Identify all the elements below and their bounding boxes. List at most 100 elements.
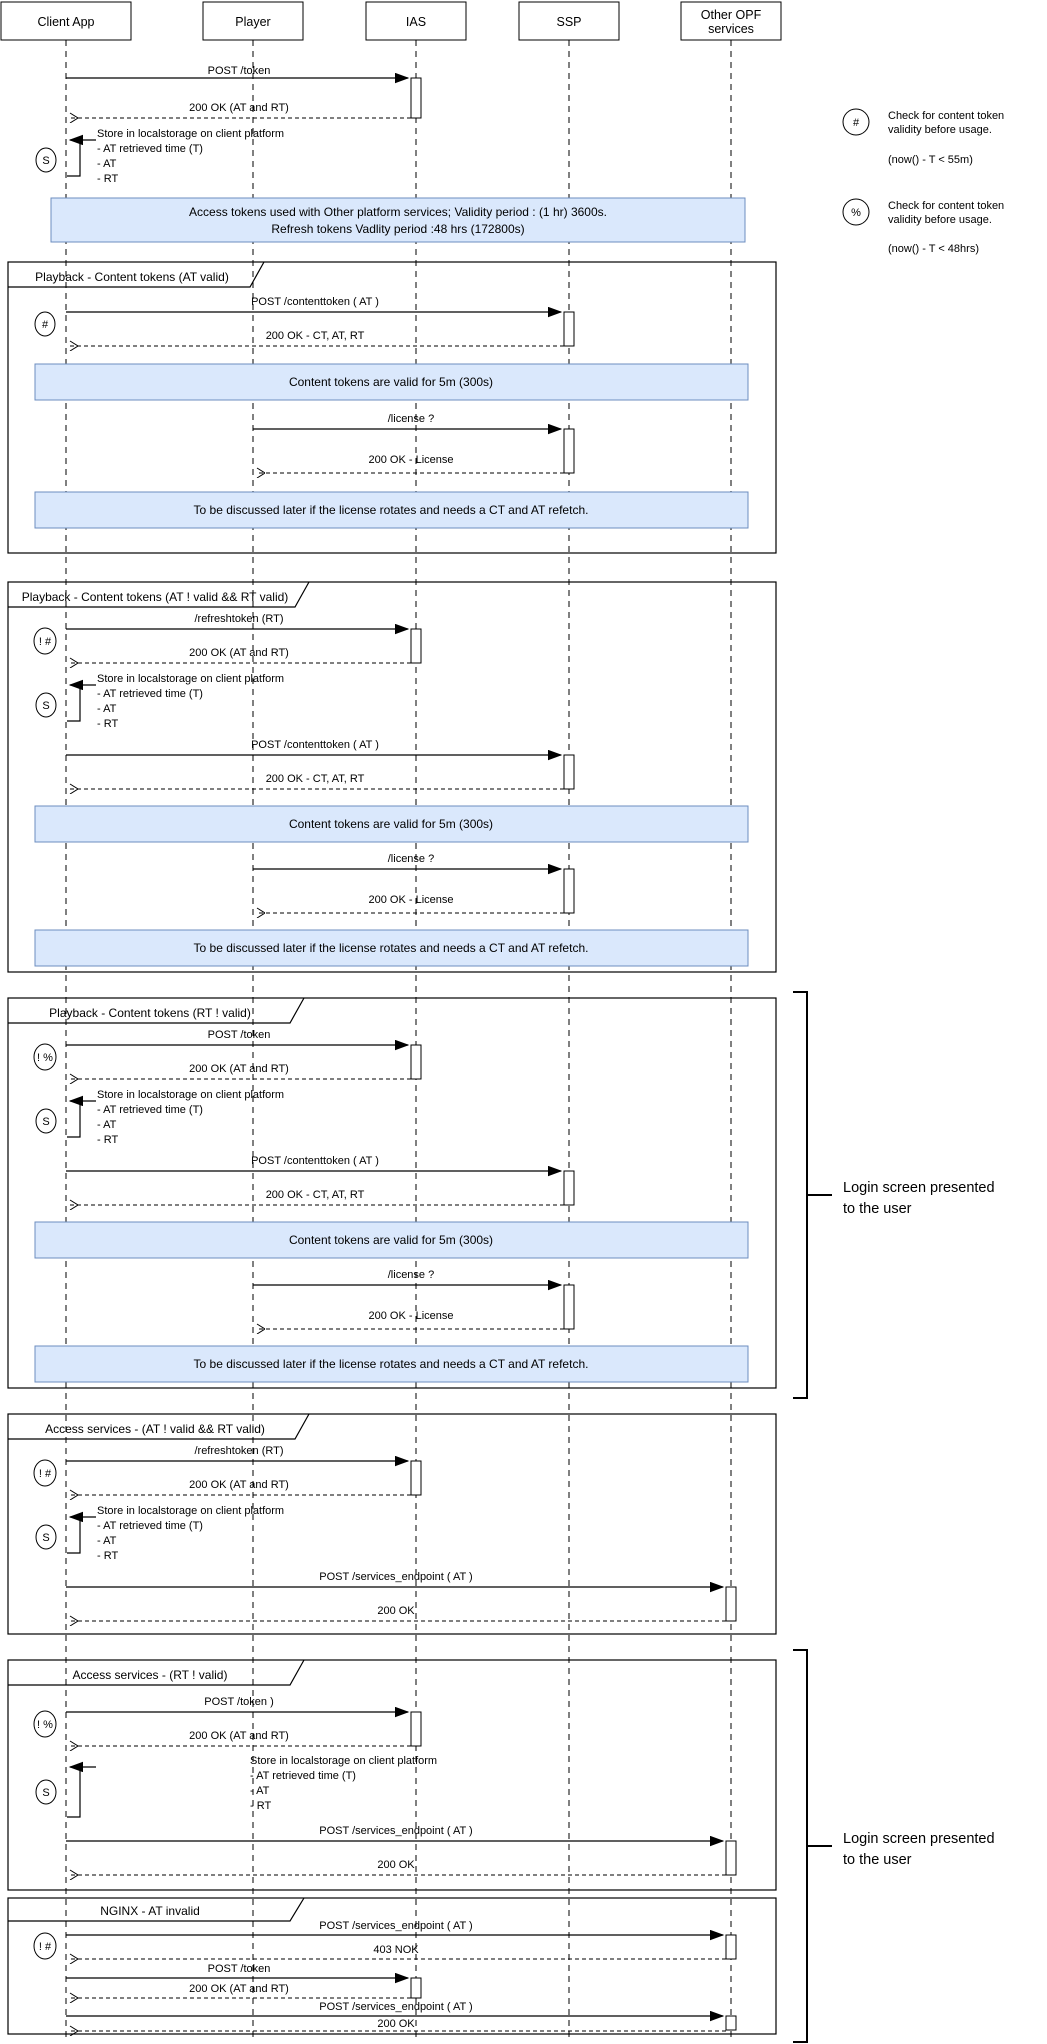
f3-note1-text: Content tokens are valid for 5m (300s) <box>289 1233 493 1247</box>
f6-msg-post-services2: POST /services_endpoint ( AT ) <box>319 2001 472 2013</box>
frame3-border <box>7 997 777 1389</box>
frame1-border <box>7 261 777 554</box>
banner-note <box>50 197 746 243</box>
actor-box-opf <box>680 1 782 41</box>
actor-box-player <box>202 1 304 41</box>
f3-activation-ias <box>410 1044 422 1080</box>
self-store-loop <box>67 140 81 177</box>
annotation2-line1: Login screen presented <box>843 1831 995 1847</box>
f3-store-line3: - AT <box>97 1119 117 1131</box>
frame-playback-at-valid: Playback - Content tokens (AT valid) POS… <box>7 261 777 554</box>
legend-percent-symbol: % <box>851 207 861 219</box>
f3-marker-label: ! % <box>37 1052 53 1064</box>
frame4-tab <box>8 1413 310 1440</box>
f3-note2 <box>34 1345 749 1383</box>
actor-box-ssp <box>518 1 620 41</box>
f2-note1 <box>34 805 749 843</box>
f2-store-line4: - RT <box>97 718 118 730</box>
f4-msg-ok-at-rt: 200 OK (AT and RT) <box>189 1479 289 1491</box>
f1-marker-circle <box>34 311 56 337</box>
f3-msg-ok-at-rt: 200 OK (AT and RT) <box>189 1063 289 1075</box>
f5-activation-opf <box>725 1840 737 1876</box>
f2-msg-ok-ct: 200 OK - CT, AT, RT <box>266 773 365 785</box>
f6-msg-post-token: POST /token <box>208 1963 271 1975</box>
legend1-line2: validity before usage. <box>888 124 992 136</box>
f4-marker-circle <box>33 1459 57 1487</box>
f3-store-line1: Store in localstorage on client platform <box>97 1089 284 1101</box>
f1-note2 <box>34 491 749 529</box>
frame2-border <box>7 581 777 973</box>
f5-store-line1: Store in localstorage on client platform <box>250 1755 437 1767</box>
f4-store-line3: - AT <box>97 1535 117 1547</box>
f4-activation-opf <box>725 1586 737 1622</box>
f2-note2 <box>34 929 749 967</box>
f4-self-store-loop <box>67 1517 81 1554</box>
actor-box-client-app <box>0 1 132 41</box>
legend-hash-icon <box>842 108 870 136</box>
banner-line2: Refresh tokens Vadlity period :48 hrs (1… <box>271 222 524 236</box>
f3-note2-text: To be discussed later if the license rot… <box>194 1357 589 1371</box>
intro-exchange: POST /token 200 OK (AT and RT) Store in … <box>35 65 746 243</box>
f2-msg-refresh: /refreshtoken (RT) <box>194 613 283 625</box>
f1-marker-label: # <box>42 319 49 331</box>
f4-store-line1: Store in localstorage on client platform <box>97 1505 284 1517</box>
f1-msg-ok-license: 200 OK - License <box>369 454 454 466</box>
f3-note1 <box>34 1221 749 1259</box>
f4-msg-refresh: /refreshtoken (RT) <box>194 1445 283 1457</box>
f4-msg-ok: 200 OK <box>377 1605 415 1617</box>
f3-store-marker-circle <box>35 1108 57 1134</box>
frame6-title: NGINX - AT invalid <box>100 1904 200 1918</box>
frame6-border <box>7 1897 777 2035</box>
f2-store-line1: Store in localstorage on client platform <box>97 673 284 685</box>
f2-activation-ssp-1 <box>563 754 575 790</box>
frame-playback-rt-invalid: Playback - Content tokens (RT ! valid) P… <box>7 997 777 1389</box>
f3-msg-post-ct: POST /contenttoken ( AT ) <box>251 1155 379 1167</box>
f3-store-line4: - RT <box>97 1134 118 1146</box>
f1-msg-license: /license ? <box>388 413 434 425</box>
f3-self-store-loop <box>67 1101 81 1138</box>
msg-post-token: POST /token <box>208 65 271 77</box>
legend2-formula: (now() - T < 48hrs) <box>888 243 979 255</box>
legend1-formula: (now() - T < 55m) <box>888 154 973 166</box>
legend2-line1: Check for content token <box>888 200 1004 212</box>
f6-msg-ok: 200 OK <box>377 2018 415 2030</box>
frame4-title: Access services - (AT ! valid && RT vali… <box>45 1422 265 1436</box>
activation-ias <box>410 77 422 119</box>
actor-label-opf-line2: services <box>708 22 754 36</box>
f3-store-marker-label: S <box>42 1116 49 1128</box>
f5-msg-post-token: POST /token ) <box>204 1696 274 1708</box>
f5-marker-circle <box>33 1710 57 1738</box>
f4-msg-post-services: POST /services_endpoint ( AT ) <box>319 1571 472 1583</box>
actor-label-ssp: SSP <box>556 15 581 29</box>
f5-store-line2: - AT retrieved time (T) <box>250 1770 356 1782</box>
frame5-border <box>7 1659 777 1891</box>
actor-label-opf-line1: Other OPF <box>701 8 762 22</box>
f6-msg-post-services1: POST /services_endpoint ( AT ) <box>319 1920 472 1932</box>
f5-msg-post-services: POST /services_endpoint ( AT ) <box>319 1825 472 1837</box>
store-line2: - AT retrieved time (T) <box>97 143 203 155</box>
f5-store-marker-circle <box>35 1779 57 1805</box>
f2-store-line2: - AT retrieved time (T) <box>97 688 203 700</box>
f3-marker-circle <box>33 1043 57 1071</box>
store-line3: - AT <box>97 158 117 170</box>
f5-store-line4: - RT <box>250 1800 271 1812</box>
f3-store-line2: - AT retrieved time (T) <box>97 1104 203 1116</box>
f2-store-marker-label: S <box>42 700 49 712</box>
f6-marker-label: ! # <box>39 1941 52 1953</box>
frame-playback-at-invalid-rt-valid: Playback - Content tokens (AT ! valid &&… <box>7 581 777 973</box>
actor-box-ias <box>365 1 467 41</box>
annotation-login-screen-1: Login screen presented to the user <box>793 991 995 1399</box>
legend1-line1: Check for content token <box>888 110 1004 122</box>
frame2-title: Playback - Content tokens (AT ! valid &&… <box>22 590 289 604</box>
f4-marker-label: ! # <box>39 1468 52 1480</box>
store-marker-circle <box>35 147 57 173</box>
f6-activation-opf-2 <box>725 2015 737 2031</box>
f2-msg-license: /license ? <box>388 853 434 865</box>
f3-msg-license: /license ? <box>388 1269 434 1281</box>
frame3-tab <box>8 997 305 1024</box>
f6-msg-ok-at-rt: 200 OK (AT and RT) <box>189 1983 289 1995</box>
actor-label-player: Player <box>235 15 270 29</box>
f1-note2-text: To be discussed later if the license rot… <box>194 503 589 517</box>
frame5-tab <box>8 1659 305 1686</box>
